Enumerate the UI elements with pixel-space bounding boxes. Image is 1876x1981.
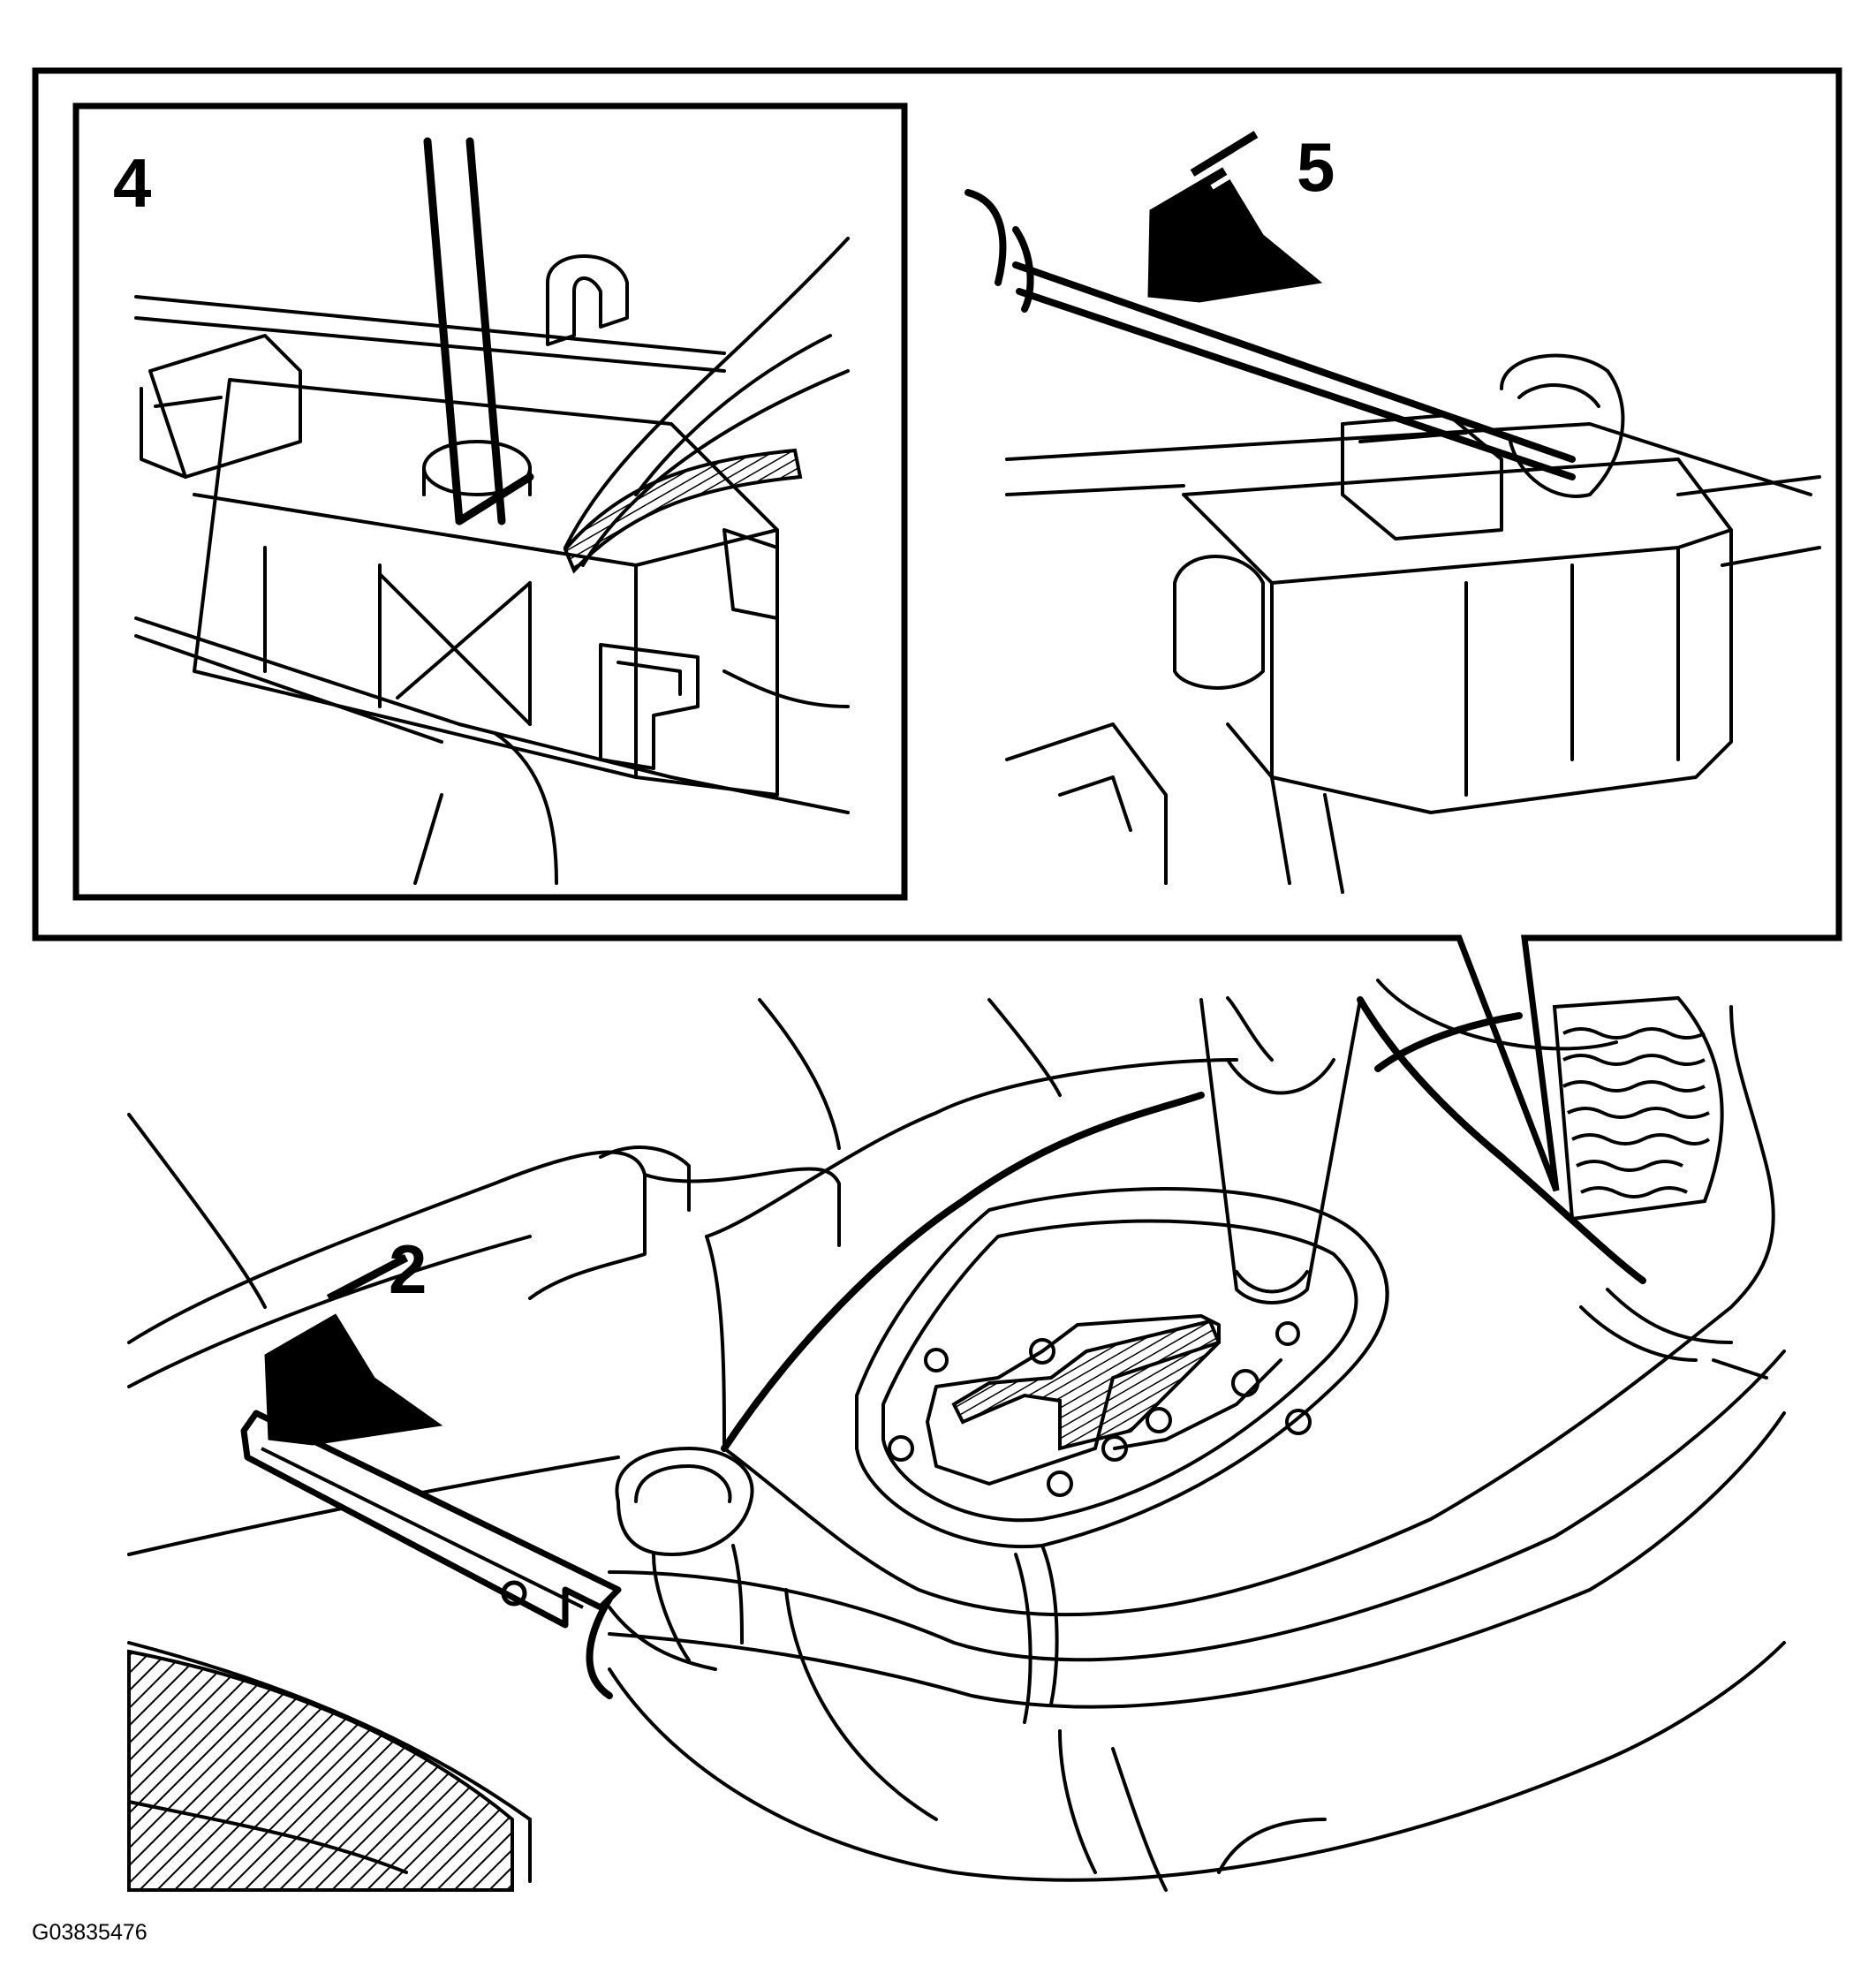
console-outline-heavy [586,996,1646,1699]
detail-4-drawing [134,237,850,885]
pry-tool-2 [240,1410,622,1629]
step-label-5: 5 [1297,128,1335,206]
pry-tool-4 [423,137,534,525]
arrow-2 [264,1254,443,1446]
console-drawing [127,979,1786,1892]
gear-slot-hatch [951,1319,1222,1451]
step-label-4: 4 [113,144,152,222]
figure-id: G03835476 [32,1920,148,1945]
carpet-hatch-left [127,1649,514,1892]
trim-teeth [563,448,803,574]
seat-fabric [1552,995,1724,1221]
step-label-2: 2 [389,1230,427,1308]
arrow-5 [1147,131,1323,303]
pry-tool-5 [964,189,1576,480]
